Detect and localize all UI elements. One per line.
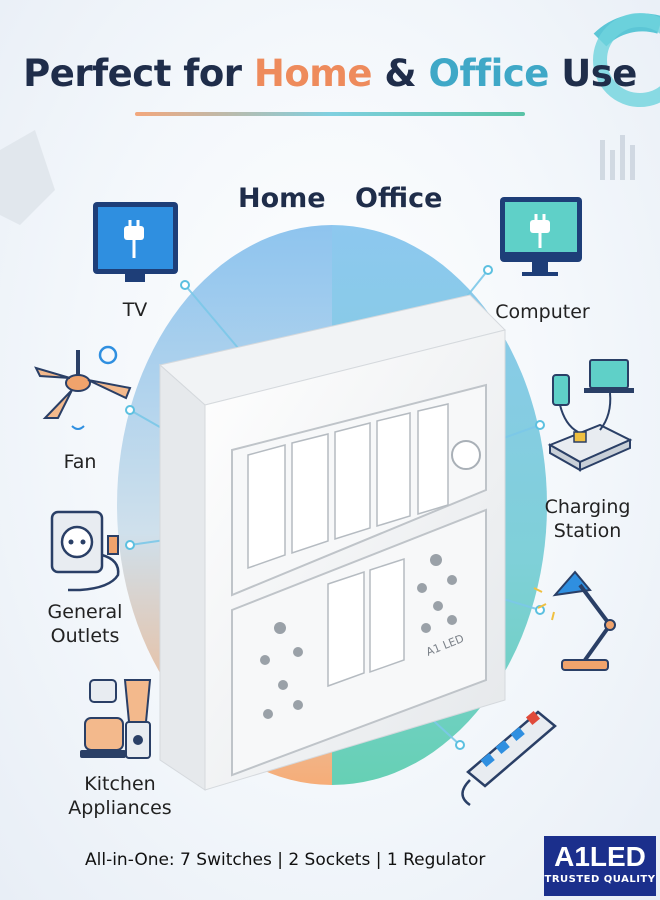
feature-tagline: All-in-One: 7 Switches | 2 Sockets | 1 R… [85,850,486,870]
socket-holes-right [417,554,457,633]
decor-bars [600,135,635,180]
brand-badge: A1LED TRUSTED QUALITY [544,836,656,896]
outlet-icon [50,510,120,592]
kitchen-appliances-icon [80,679,152,759]
charging-station-icon [547,359,634,472]
label-kitchen-line2: Appliances [68,797,172,819]
decor-circle [593,13,660,107]
label-general-outlets: General Outlets [30,600,140,648]
title-underline [135,112,525,116]
title-part1: Perfect for [23,52,254,95]
switch-rockers [247,403,449,570]
label-charging-line2: Station [553,520,622,542]
label-tv: TV [122,299,148,321]
page-title: Perfect for Home & Office Use [0,52,660,95]
fan-icon [34,345,132,430]
badge-name: A1LED [554,841,646,872]
label-outlets-line1: General [47,601,123,623]
power-strip-icon [461,710,557,807]
tv-icon [93,202,178,282]
label-charging-line1: Charging [544,496,631,518]
switch-board [158,294,506,791]
label-outlets-line2: Outlets [50,625,120,647]
decor-poly [0,130,55,225]
label-fan: Fan [63,451,97,473]
desk-lamp-icon [533,570,616,671]
home-heading: Home [238,183,326,214]
regulator-knob [451,440,481,470]
label-kitchen-appliances: Kitchen Appliances [60,772,180,820]
socket-rockers [327,557,405,688]
title-home: Home [253,52,373,95]
computer-icon [500,197,582,276]
label-kitchen-line1: Kitchen [84,773,156,795]
title-office: Office [428,52,549,95]
office-heading: Office [355,183,443,214]
badge-subtitle: TRUSTED QUALITY [544,874,656,885]
title-part2: Use [548,52,637,95]
title-amp: & [371,52,429,95]
socket-holes-left [260,622,303,719]
label-charging-station: Charging Station [540,495,635,543]
label-computer: Computer [495,301,590,323]
